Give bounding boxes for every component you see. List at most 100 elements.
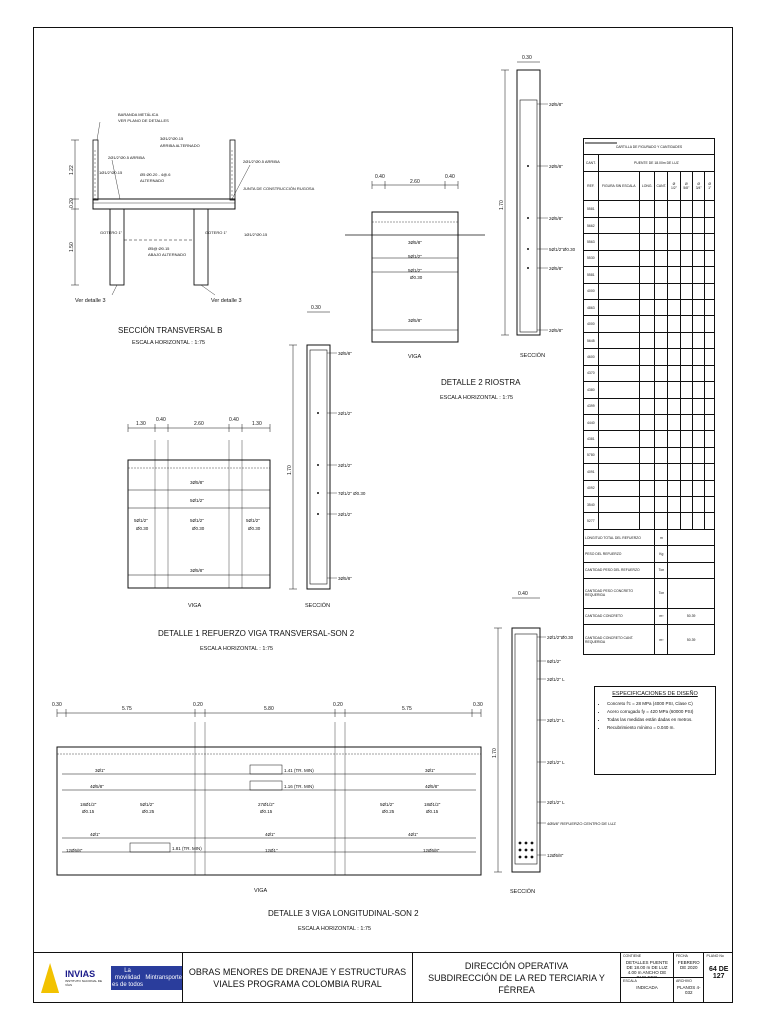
cartilla-footer-value: 50.39 xyxy=(667,624,715,655)
cartilla-cell xyxy=(692,331,706,350)
cartilla-figure xyxy=(585,142,640,399)
bar-label: 2Ø1/2" L xyxy=(547,677,565,682)
bar-label: 12Ø5/8" xyxy=(66,848,83,853)
cartilla-cell xyxy=(667,315,681,333)
seccion-b-drawing xyxy=(71,121,251,296)
cartilla-ref: 4000 xyxy=(583,315,599,333)
cartilla-footer-unit: Ton xyxy=(654,578,669,609)
seccion-b-dim-labels: 1.22 0.20 1.50 xyxy=(69,165,75,252)
dim-label: 0.20 xyxy=(69,198,75,208)
bar-label: Ø0.25 xyxy=(382,809,395,814)
cartilla-cell xyxy=(692,463,706,481)
dim-label: 5.75 xyxy=(122,706,132,712)
bar-label: 3Ø5/8" xyxy=(190,480,204,485)
cartilla-cell xyxy=(667,397,681,415)
table-row: 4091 xyxy=(583,142,715,481)
escala-cell: ESCALA INDICADA xyxy=(621,978,674,1003)
detalle3-viga xyxy=(56,709,482,876)
plano-cell: PLANO No 64 DE 127 xyxy=(704,953,733,1003)
bar-label: 2Ø1/2" xyxy=(338,411,352,416)
cartilla-figure xyxy=(585,142,640,284)
cartilla-cell xyxy=(654,348,669,366)
bar-label: 18Ø1/2" xyxy=(424,802,441,807)
detalle2-viga-label: VIGA xyxy=(408,354,421,360)
bar-label: 2Ø1/2" L xyxy=(547,800,565,805)
bar-label: 3Ø1" xyxy=(95,768,106,773)
detalle3-scale: ESCALA HORIZONTAL : 1:75 xyxy=(298,926,371,932)
bar-label: Ø0.15 xyxy=(82,809,95,814)
cartilla-cell xyxy=(692,200,706,218)
cartilla-cell xyxy=(704,233,715,251)
cartilla-ref: 4399 xyxy=(583,397,599,415)
detalle1-scale: ESCALA HORIZONTAL : 1:75 xyxy=(200,646,273,652)
cartilla-figure xyxy=(585,142,640,333)
cartilla-cell xyxy=(667,364,681,383)
cartilla-cell xyxy=(654,233,669,251)
bar-label: 12Ø5/8" xyxy=(423,848,440,853)
cartilla-ref: 4440 xyxy=(583,413,599,432)
cartilla-cell xyxy=(704,315,715,333)
cartilla-cell xyxy=(654,216,669,235)
cartilla-figure xyxy=(585,142,640,251)
cartilla-cell xyxy=(654,282,669,300)
cartilla-cell xyxy=(654,249,669,268)
cartilla-cell xyxy=(654,446,669,465)
bar-label: 1.81 (TR. MIN) xyxy=(172,846,202,851)
table-row: 5277 xyxy=(583,142,715,530)
bar-label: 2Ø5/8" xyxy=(549,266,563,271)
dim-label: 5.80 xyxy=(264,706,274,712)
dim-label: 1.70 xyxy=(499,200,505,210)
sheet-meta: CONTIENE DETALLES PUENTE DE 18.00 m DE L… xyxy=(621,953,733,1003)
cartilla-cell xyxy=(667,298,681,317)
seccion-b-scale: ESCALA HORIZONTAL : 1:75 xyxy=(132,340,205,346)
callout: Ø5@ Ø0.15 xyxy=(148,246,170,251)
cartilla-cell xyxy=(692,249,706,268)
cartilla-cell xyxy=(667,348,681,366)
dim-label: 1.70 xyxy=(492,748,498,758)
cartilla-cell xyxy=(679,266,694,284)
callout: ARRIBA ALTERNADO xyxy=(160,143,200,148)
cartilla-cell xyxy=(638,463,656,481)
cartilla-cell xyxy=(679,381,694,399)
contiene-cell: CONTIENE DETALLES PUENTE DE 18.00 m DE L… xyxy=(621,953,674,978)
detalle2-section-labels: 2Ø5/8" 2Ø5/8" 2Ø5/8" 5Ø1/2"Ø0.30 2Ø5/8" … xyxy=(549,102,576,333)
cartilla-cell xyxy=(679,216,694,235)
cartilla-cell xyxy=(692,446,706,465)
detalle2-section xyxy=(501,61,548,336)
cartilla-footer-label: PESO DEL REFUERZO xyxy=(582,545,656,563)
cartilla-ref: 5581 xyxy=(583,200,599,218)
dim-label: 0.30 xyxy=(522,55,532,61)
cartilla-cell xyxy=(654,430,669,448)
cartilla-ref: 5277 xyxy=(583,512,599,530)
cartilla-cell xyxy=(679,496,694,514)
detalle1-dims: 1.30 0.40 2.60 0.40 1.30 xyxy=(136,417,262,427)
cartilla-cell xyxy=(704,479,715,498)
fecha-value: FEBRERO DE 2020 xyxy=(677,960,700,970)
detalle3-seccion-label: SECCIÓN xyxy=(510,888,535,895)
seccion-b-callouts: BARANDA METÁLICA VER PLANO DE DETALLES 3… xyxy=(75,112,315,304)
cartilla-figure xyxy=(585,142,640,415)
bar-label: 3Ø5/8" xyxy=(338,351,352,356)
bar-label: 1.16 (TR. MIN) xyxy=(284,784,314,789)
cartilla-ref: 4091 xyxy=(583,463,599,481)
cartilla-cell xyxy=(667,479,681,498)
cartilla-cell xyxy=(704,430,715,448)
cartilla-cell xyxy=(679,430,694,448)
cartilla-cell xyxy=(679,364,694,383)
bar-label: Ø0.15 xyxy=(260,809,273,814)
table-row: 4399 xyxy=(583,142,715,415)
cartilla-cell xyxy=(679,479,694,498)
cartilla-ref: 4380 xyxy=(583,381,599,399)
cartilla-figure xyxy=(585,142,640,300)
bar-label: Ø0.15 xyxy=(426,809,439,814)
bar-label: 6Ø1/2" xyxy=(547,659,561,664)
bar-label: 5Ø1/2"Ø0.30 xyxy=(549,247,576,252)
cartilla-figure xyxy=(585,142,640,514)
cartilla-cell xyxy=(638,381,656,399)
detalle1-section xyxy=(289,311,337,590)
detalle1-viga xyxy=(127,424,271,589)
bar-label: 2Ø1/2" xyxy=(338,463,352,468)
